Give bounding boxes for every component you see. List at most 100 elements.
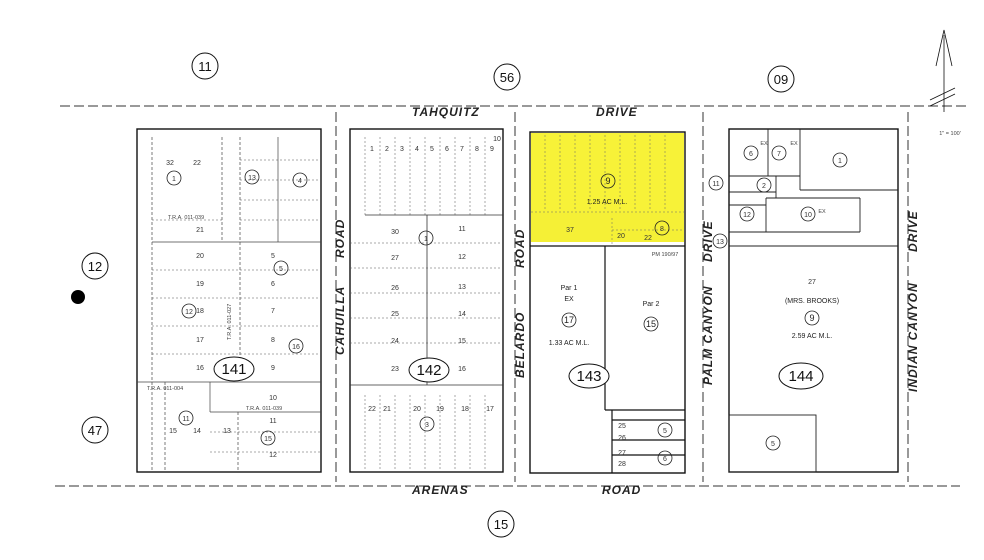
block142-lot: 16 [458, 366, 466, 373]
map-number-circle [191, 52, 219, 80]
point-marker [71, 290, 85, 304]
block142-lot: 12 [458, 254, 466, 261]
street-indian-drive-label: DRIVE [906, 210, 920, 252]
map-number-47: 47 [88, 423, 102, 438]
block142-lot: 10 [493, 136, 501, 143]
block142-lot: 13 [458, 284, 466, 291]
block-142-oval [408, 357, 450, 383]
street-belardo-label: BELARDO [513, 312, 527, 378]
block141-lot: 6 [271, 281, 275, 288]
map-number-circle [493, 63, 521, 91]
block142-lot: 24 [391, 338, 399, 345]
block144-parcel-12: 12 [743, 212, 751, 219]
block144-parcel-13: 13 [716, 239, 724, 246]
block142-lot: 23 [391, 366, 399, 373]
owner-label: (MRS. BROOKS) [785, 298, 839, 305]
block142-lot: 14 [458, 311, 466, 318]
lot-20: 20 [617, 233, 625, 240]
lot-25: 25 [618, 423, 626, 430]
par1-number: 17 [564, 315, 574, 325]
block142-lot: 3 [400, 146, 404, 153]
street-palm-canyon-label: PALM CANYON [701, 286, 715, 385]
block142-lot: 8 [475, 146, 479, 153]
map-number-09: 09 [774, 72, 788, 87]
block144-parcel-1: 1 [838, 158, 842, 165]
block141-lot: 21 [196, 227, 204, 234]
block141-parcel-5: 5 [279, 266, 283, 273]
block-142-outline [349, 128, 504, 473]
block144-parcel-6: 6 [749, 151, 753, 158]
block141-parcel-13: 13 [248, 175, 256, 182]
ex-label-3: EX [818, 209, 826, 215]
block142-lot: 1 [370, 146, 374, 153]
block142-lot: 27 [391, 255, 399, 262]
map-number-circle [81, 416, 109, 444]
block141-lot: 15 [169, 428, 177, 435]
street-cahuilla-label: CAHUILLA [333, 286, 347, 355]
lot-26: 26 [618, 435, 626, 442]
block142-lot: 6 [445, 146, 449, 153]
block142-lot: 22 [368, 406, 376, 413]
block141-lot: 8 [271, 337, 275, 344]
ex-label-2: EX [790, 141, 798, 147]
block141-lot: 9 [271, 365, 275, 372]
block142-lot: 4 [415, 146, 419, 153]
block141-parcel-15: 15 [264, 436, 272, 443]
map-number-15: 15 [494, 517, 508, 532]
street-tahquitz-label: TAHQUITZ [412, 105, 480, 119]
block141-parcel-11: 11 [182, 416, 189, 423]
block-143-outline [529, 131, 686, 474]
tra-label: T.R.A. 011-039 [246, 406, 282, 412]
parcel-8: 8 [660, 226, 664, 233]
north-arrow [929, 29, 956, 112]
block141-parcel-1: 1 [172, 176, 176, 183]
block141-parcel-16: 16 [292, 344, 300, 351]
block-141-oval [213, 356, 255, 382]
street-centerlines [55, 105, 970, 487]
block142-parcel-3: 3 [425, 422, 429, 429]
street-drive-label: DRIVE [596, 105, 638, 119]
map-number-circle [767, 65, 795, 93]
block142-lot: 18 [461, 406, 469, 413]
map-number-56: 56 [500, 70, 514, 85]
block142-lot: 21 [383, 406, 391, 413]
block142-lot: 7 [460, 146, 464, 153]
parcel-5: 5 [663, 428, 667, 435]
block144-area: 2.59 AC M.L. [792, 333, 833, 340]
street-arenas-label: ARENAS [411, 483, 469, 497]
par1-area: 1.33 AC M.L. [549, 340, 590, 347]
block144-parcel-2: 2 [762, 183, 766, 190]
block-142-label: 142 [416, 362, 441, 379]
map-number-circle [81, 252, 109, 280]
block141-lot: 14 [193, 428, 201, 435]
block141-lot: 22 [193, 160, 201, 167]
block141-lot: 10 [269, 395, 277, 402]
tra-label: T.R.A. 011-027 [227, 304, 233, 340]
map-number-11: 11 [198, 59, 212, 74]
street-indian-canyon-label: INDIAN CANYON [906, 282, 920, 392]
pm-label: PM 190/97 [652, 252, 679, 258]
tra-label: T.R.A. 011-004 [147, 386, 183, 392]
parcel-6: 6 [663, 456, 667, 463]
par1-label: Par 1 [561, 285, 578, 292]
map-number-circle [487, 510, 515, 538]
par2-label: Par 2 [643, 301, 660, 308]
scale-label: 1" = 100' [939, 131, 961, 137]
street-palm-drive-label: DRIVE [701, 220, 715, 262]
block141-lot: 7 [271, 308, 275, 315]
highlight-lot: 37 [566, 227, 574, 234]
block142-parcel-1: 1 [424, 236, 428, 243]
block142-lot: 20 [413, 406, 421, 413]
block144-parcel-10: 10 [804, 212, 812, 219]
block142-lot: 26 [391, 285, 399, 292]
block141-lot: 20 [196, 253, 204, 260]
street-cahuilla-road-label: ROAD [333, 219, 347, 258]
lot-28: 28 [618, 461, 626, 468]
block142-lot: 9 [490, 146, 494, 153]
block144-parcel-5: 5 [771, 441, 775, 448]
block141-lot: 11 [269, 418, 276, 425]
block141-lot: 13 [223, 428, 231, 435]
